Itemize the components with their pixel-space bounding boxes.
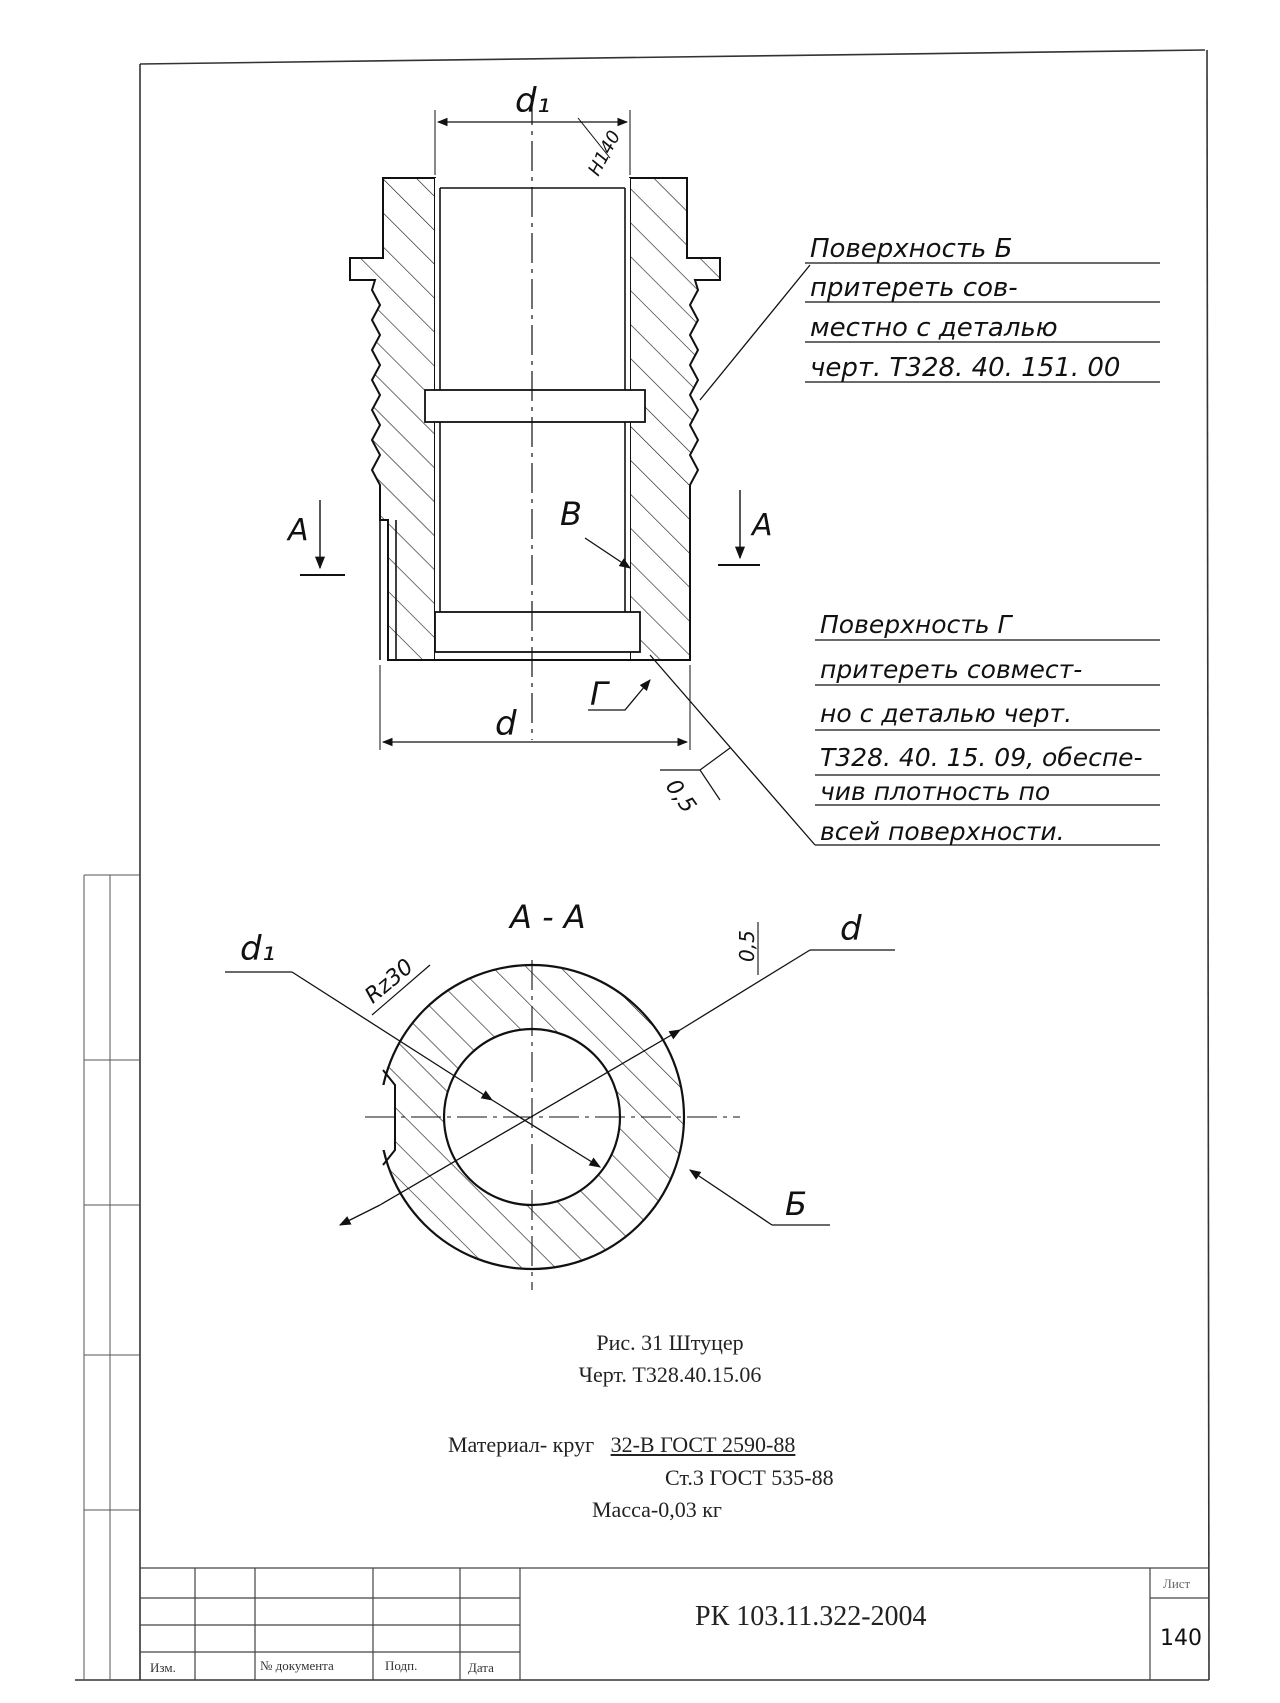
fit-tolerance-top: Н140: [584, 127, 625, 179]
surface-g-label: Г: [590, 675, 610, 713]
note-g-line-1: Поверхность Г: [820, 610, 1014, 639]
right-wall-hatch: [629, 177, 721, 661]
material-line: Материал- круг 32-В ГОСТ 2590-88: [448, 1432, 795, 1458]
sheet-number: 140: [1160, 1626, 1202, 1651]
material-label: Материал- круг: [448, 1432, 595, 1457]
section-marker-right: А: [750, 508, 773, 543]
col-date: Дата: [468, 1660, 494, 1675]
cross-section-a-a: А - А d₁ Rz30 d 0,5 Б: [225, 898, 895, 1290]
col-sign: Подп.: [385, 1658, 417, 1673]
note-surface-b: Поверхность Б притереть сов- местно с де…: [699, 234, 1160, 401]
note-g-line-3: но с деталью черт.: [820, 699, 1072, 728]
sheet-label: Лист: [1163, 1576, 1191, 1591]
note-surface-g: Поверхность Г притереть совмест- но с де…: [649, 610, 1160, 846]
material-spec: 32-В ГОСТ 2590-88: [610, 1432, 796, 1457]
col-doc: № документа: [260, 1658, 334, 1673]
cross-surface-b: Б: [785, 1185, 807, 1223]
cross-section-title: А - А: [508, 898, 586, 936]
side-stamp-columns: [83, 874, 140, 1680]
note-b-line-1: Поверхность Б: [810, 234, 1012, 264]
surface-v-label: В: [560, 495, 582, 533]
cross-dim-d1: d₁: [240, 929, 275, 969]
cross-tolerance: 0,5: [735, 930, 759, 962]
note-b-line-3: местно с деталью: [810, 313, 1058, 343]
steel-spec: Ст.3 ГОСТ 535-88: [665, 1465, 834, 1490]
doc-code: РК 103.11.322-2004: [695, 1601, 927, 1632]
mass: Масса-0,03 кг: [592, 1497, 722, 1522]
note-g-line-6: всей поверхности.: [820, 817, 1065, 846]
section-marker-left: А: [286, 513, 309, 548]
cross-dim-d: d: [840, 909, 862, 949]
title-block: [140, 1567, 1209, 1680]
drawing-number: Черт. Т328.40.15.06: [578, 1362, 762, 1387]
roughness-bottom: 0,5: [660, 775, 701, 818]
inner-groove: [424, 389, 646, 423]
note-b-line-2: притереть сов-: [810, 273, 1018, 303]
longitudinal-section: d₁ Н140 d 0,5 А А В Г: [286, 81, 773, 818]
note-g-line-5: чив плотность по: [820, 777, 1050, 806]
note-g-line-4: Т328. 40. 15. 09, обеспе-: [820, 743, 1143, 772]
dim-d1-top: d₁: [515, 81, 550, 121]
note-g-line-2: притереть совмест-: [820, 655, 1082, 684]
dim-d-bottom: d: [495, 704, 517, 744]
note-b-line-4: черт. Т328. 40. 151. 00: [810, 353, 1120, 383]
figure-caption: Рис. 31 Штуцер: [596, 1330, 744, 1355]
bottom-seat: [434, 611, 641, 653]
sheet-frame: [75, 49, 1210, 1681]
left-wall-hatch: [349, 177, 436, 661]
col-izm: Изм.: [150, 1660, 176, 1675]
